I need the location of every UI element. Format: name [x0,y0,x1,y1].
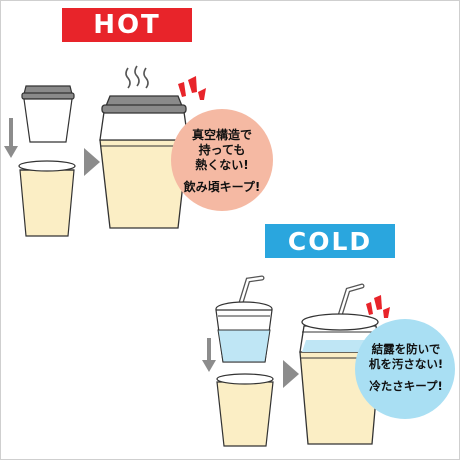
down-arrow-icon [202,338,216,372]
hot-bubble-text: 真空構造で 持っても 熱くない! 飲み頃キープ! [170,128,274,195]
steam-icon [125,65,149,89]
hot-combined-cup [99,95,189,229]
exclamation-mark-icon [178,76,206,100]
hot-bubble-line: 真空構造で [191,128,252,142]
exclamation-mark-icon [366,295,390,318]
hot-outer-tumbler [19,169,75,237]
cold-bubble-line: 机を汚さない! [368,357,444,371]
cold-banner: COLD [265,224,395,258]
cold-inner-cup [215,301,273,363]
cold-label: COLD [287,226,373,256]
hot-label: HOT [93,10,161,40]
right-arrow-icon [84,148,100,176]
cold-outer-tumbler [216,373,274,447]
hot-bubble-tail: 飲み頃キープ! [183,180,261,194]
cold-bubble-tail: 冷たさキープ! [369,379,443,393]
cold-speech-bubble [355,319,455,419]
right-arrow-icon [283,360,299,388]
hot-speech-bubble [171,109,273,211]
hot-bubble-line: 熱くない! [195,158,249,172]
cold-bubble-line: 結露を防いで [371,342,441,356]
hot-inner-cup [23,98,73,143]
hot-banner: HOT [62,8,192,42]
down-arrow-icon [4,118,18,158]
hot-lid-small [21,85,75,100]
hot-bubble-line: 持っても [198,143,246,157]
cold-bubble-text: 結露を防いで 机を汚さない! 冷たさキープ! [357,342,455,394]
